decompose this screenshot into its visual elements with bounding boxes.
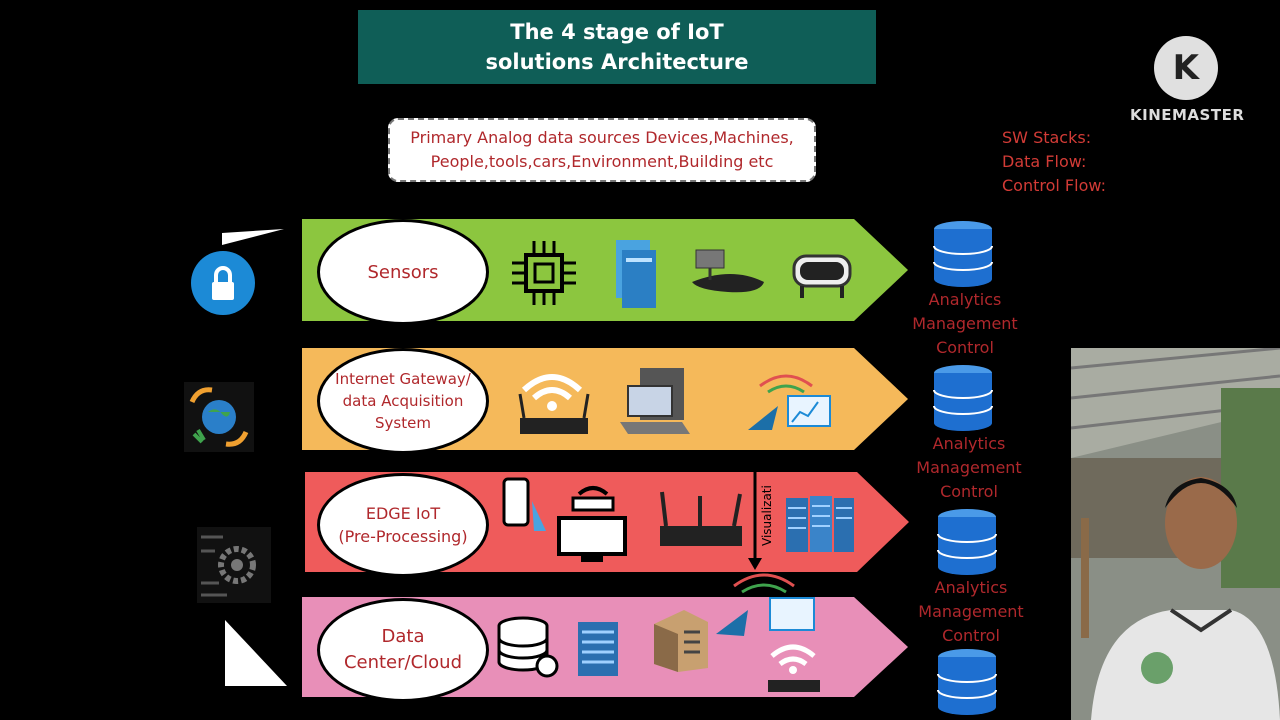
legend: SW Stacks: Data Flow: Control Flow: [1002,126,1106,198]
stage-label-cloud-1: Data [381,626,425,647]
title-line-1: The 4 stage of IoT [510,20,724,44]
presenter-webcam [1071,348,1280,720]
stage-ellipse-edge: EDGE IoT (Pre-Processing) [317,473,489,577]
server-icon [576,620,620,682]
kinemaster-brand: KINEMASTER [1130,106,1245,124]
lock-icon [190,250,256,320]
chip-icon [508,237,580,313]
database-icon-4 [936,648,998,716]
page-title: The 4 stage of IoT solutions Architectur… [358,10,876,84]
flag-shape [222,229,284,251]
stage-ellipse-sensors: Sensors [317,219,489,325]
database-cloud-icon [495,616,561,684]
database-icon-2 [932,364,994,432]
stage-label-sensors: Sensors [367,261,439,283]
laptop-server-icon [618,366,696,446]
dashboard-icon [738,368,834,438]
phone-icon [502,477,556,539]
stage-ellipse-gateway: Internet Gateway/ data Acquisition Syste… [317,348,489,454]
triangle-shape [225,620,287,692]
database-icon-1 [932,220,994,288]
gear-circuit-icon [197,527,271,607]
globe-cycle-icon [184,382,254,456]
legend-data-flow: Data Flow: [1002,152,1087,171]
vr-headset-icon [790,242,856,306]
data-sources-line-2: People,tools,cars,Environment,Building e… [430,152,774,171]
kinemaster-logo-icon: K [1154,36,1218,100]
database-icon-3 [936,508,998,576]
files-icon [610,236,660,316]
data-sources-box: Primary Analog data sources Devices,Mach… [388,118,816,182]
wifi-router-icon [512,364,592,448]
building-icon [648,604,714,678]
router-icon [656,488,746,556]
sensor-device-icon [686,246,770,300]
db-label-2: Analytics Management Control [916,434,1022,501]
db-label-1: Analytics Management Control [912,290,1018,357]
stage-label-gateway-3: System [375,414,431,432]
stage-label-edge-2: (Pre-Processing) [338,527,468,546]
desktop-router-icon [555,480,631,570]
server-rack-icon [780,494,858,562]
stage-label-gateway-1: Internet Gateway/ [335,370,471,388]
visualization-arrow [745,472,775,576]
wifi-router-icon-2 [762,638,824,700]
stage-label-cloud-2: Center/Cloud [343,652,463,673]
stage-label-edge-1: EDGE IoT [365,504,441,523]
visualization-label: Visualizati [760,485,774,546]
stage-label-gateway-2: data Acquisition [342,392,464,410]
stage-ellipse-cloud: Data Center/Cloud [317,598,489,702]
data-sources-line-1: Primary Analog data sources Devices,Mach… [410,128,794,147]
kinemaster-watermark: K KINEMASTER [1130,36,1245,124]
kinemaster-logo-letter: K [1172,48,1200,88]
legend-control-flow: Control Flow: [1002,176,1106,195]
legend-sw-stacks: SW Stacks: [1002,128,1092,147]
db-label-3: Analytics Management Control [918,578,1024,645]
dashboard-icon-2 [712,570,820,644]
title-line-2: solutions Architecture [485,50,749,74]
